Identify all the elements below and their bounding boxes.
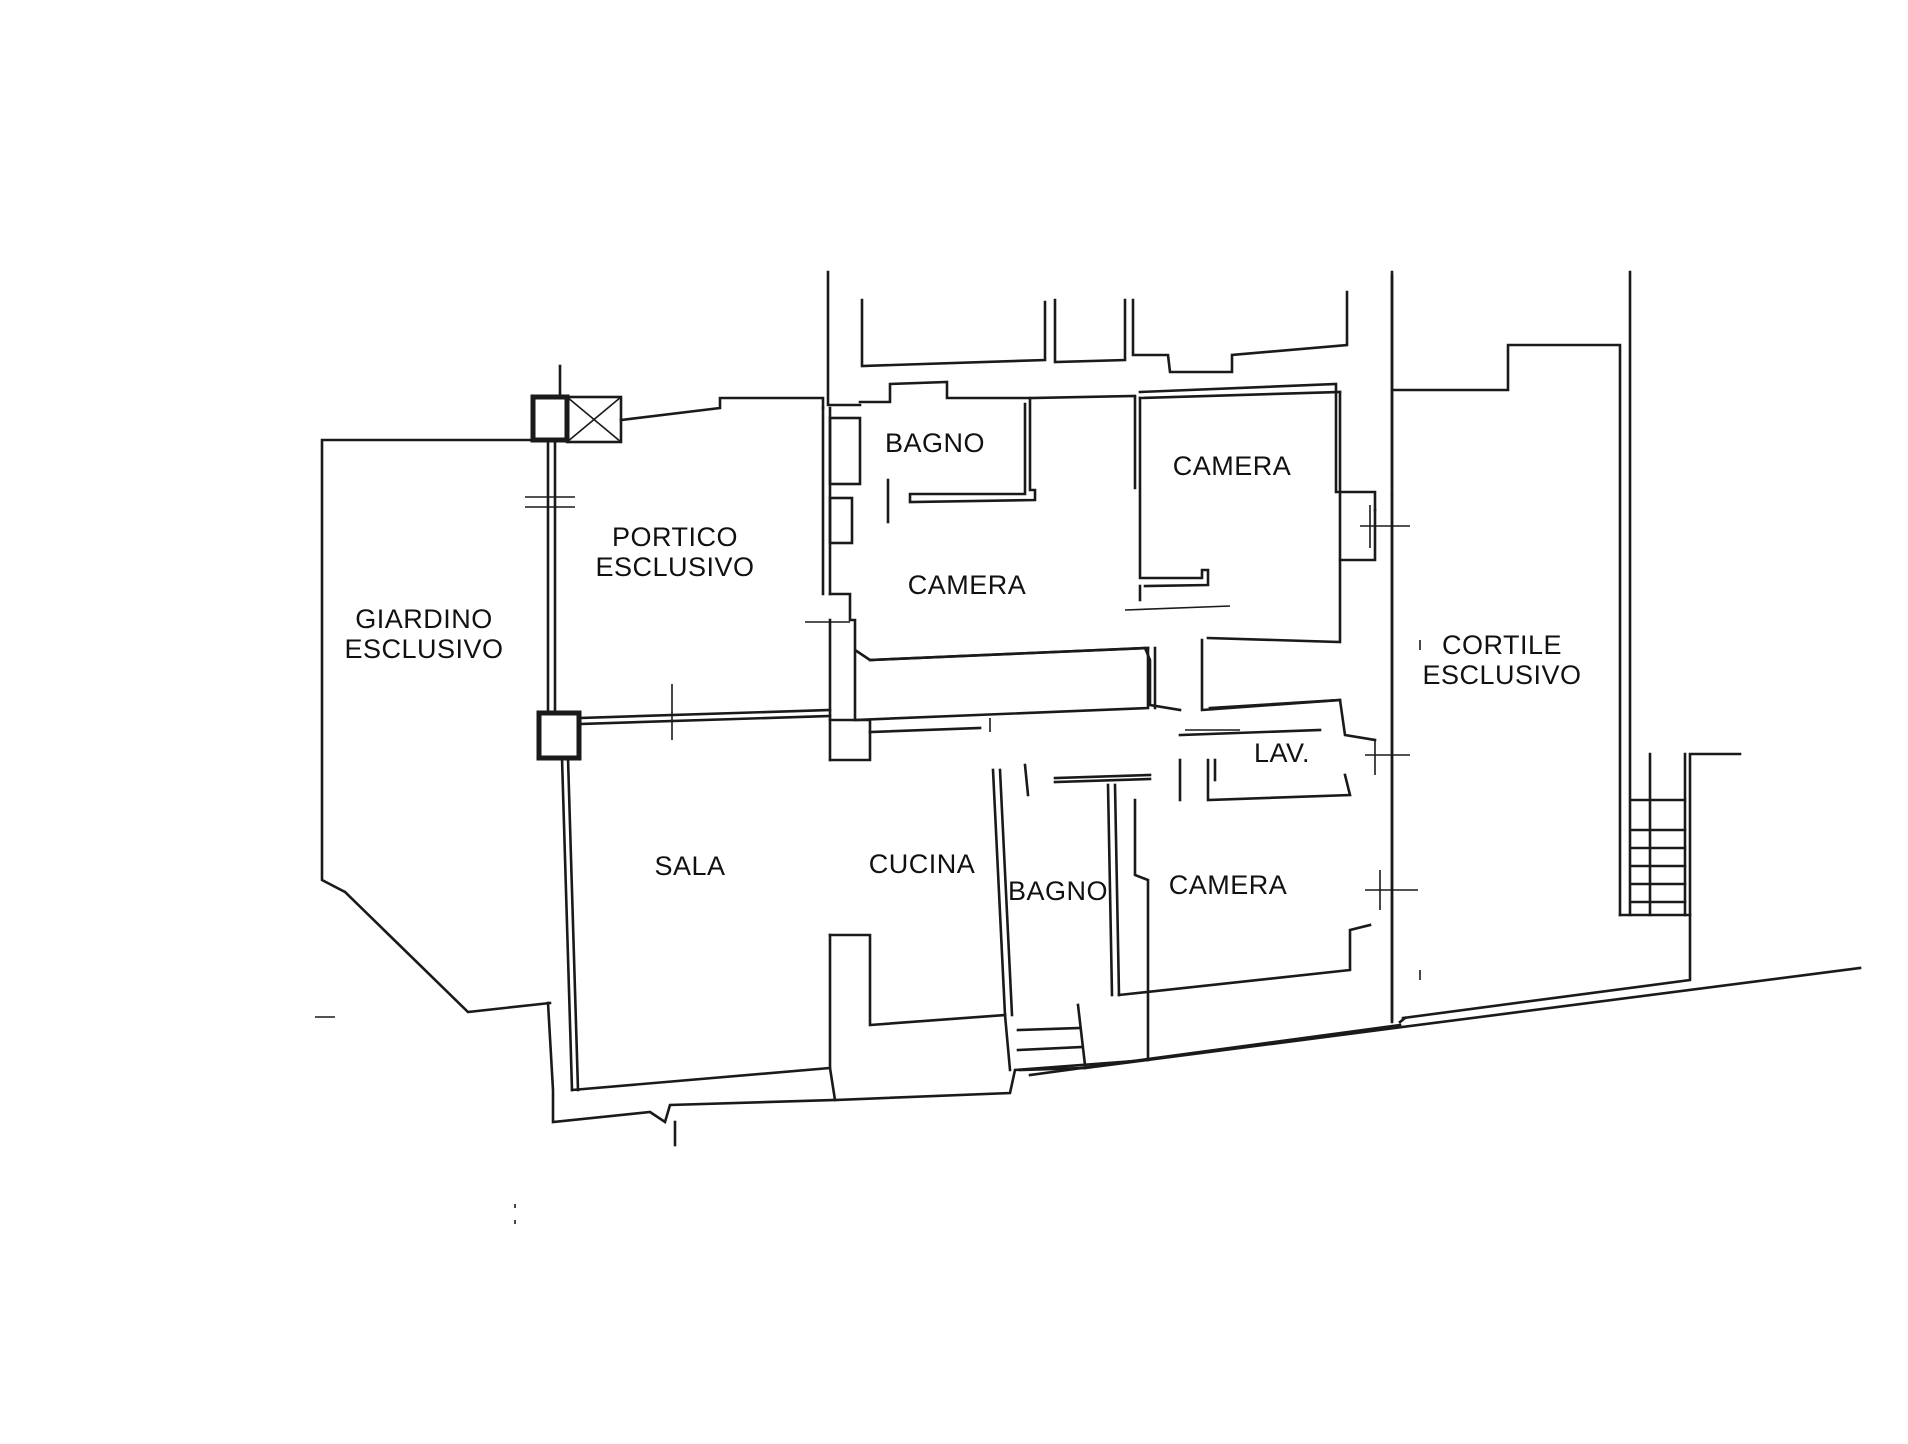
- label-giardino-line1: GIARDINO: [355, 604, 493, 634]
- label-giardino-line2: ESCLUSIVO: [344, 634, 503, 664]
- cortile-walls: [1390, 270, 1742, 1022]
- label-bagno-bottom: BAGNO: [1008, 876, 1108, 906]
- label-cucina: CUCINA: [869, 849, 976, 879]
- hall-utility-walls: [828, 416, 1182, 762]
- label-lav: LAV.: [1254, 738, 1310, 768]
- south-walls: [546, 966, 1862, 1147]
- label-cortile-line2: ESCLUSIVO: [1422, 660, 1581, 690]
- label-cortile-line1: CORTILE: [1442, 630, 1562, 660]
- pillar-bottom: [536, 710, 582, 761]
- portico-walls: [577, 396, 850, 740]
- portico-pillars: [525, 364, 623, 761]
- label-camera-top-left: CAMERA: [908, 570, 1027, 600]
- bottom-rooms-walls: [560, 756, 1418, 1102]
- misc-marks: [514, 640, 1421, 1224]
- label-sala: SALA: [654, 851, 725, 881]
- camera-top-left-walls: [868, 394, 1231, 662]
- label-camera-bottom: CAMERA: [1169, 870, 1288, 900]
- label-portico-line2: ESCLUSIVO: [595, 552, 754, 582]
- garden-outline: [315, 438, 552, 1018]
- camera-top-right-walls: [1138, 382, 1410, 712]
- stair-east: [1630, 798, 1687, 904]
- bagno-top-walls: [858, 380, 1037, 524]
- corridor-walls: [828, 646, 1322, 762]
- label-portico-line1: PORTICO: [612, 522, 738, 552]
- label-camera-top-right: CAMERA: [1173, 451, 1292, 481]
- lav-walls: [1185, 698, 1410, 802]
- stair-bottom: [1003, 1003, 1087, 1072]
- pillar-top: [530, 394, 570, 443]
- label-bagno-top: BAGNO: [885, 428, 985, 458]
